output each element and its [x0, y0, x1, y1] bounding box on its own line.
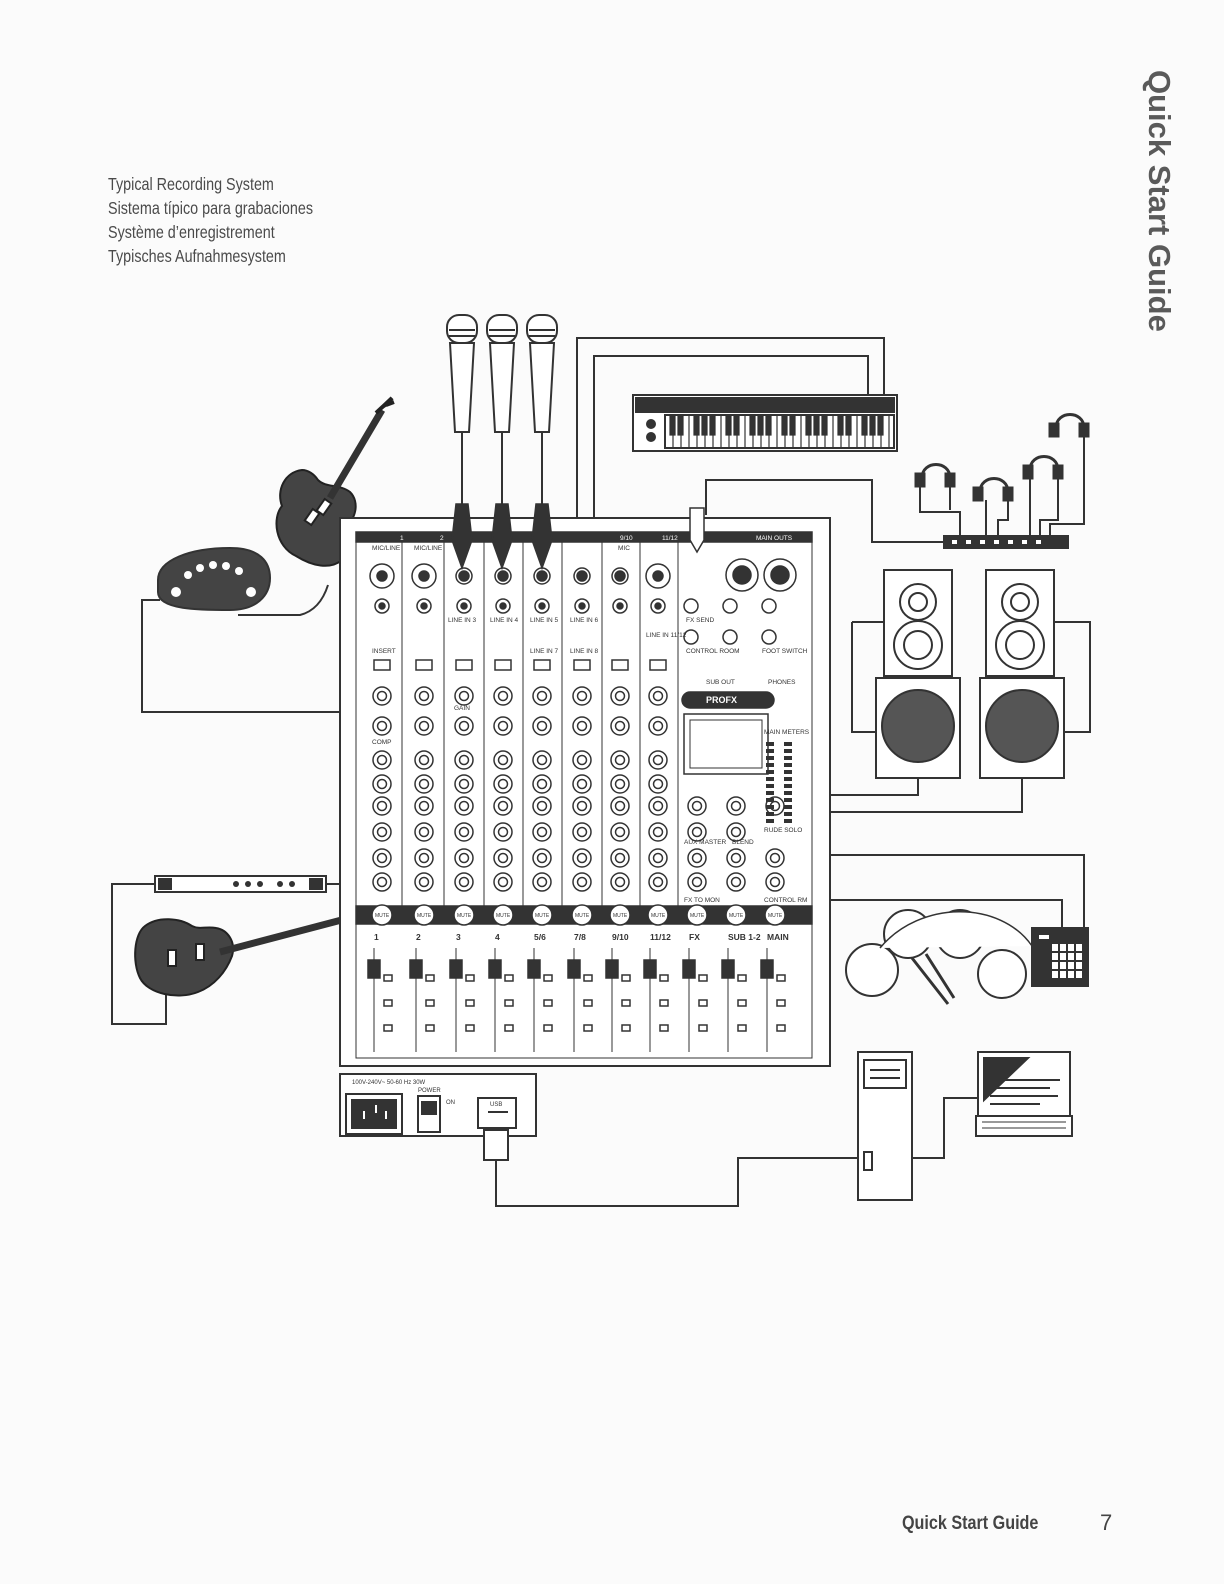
caption-french: Système d’enregistrement	[108, 222, 275, 242]
channel-number-label: 3	[456, 932, 461, 942]
headphones-group	[914, 413, 1090, 536]
effects-pedal-icon	[157, 546, 272, 612]
mute-button[interactable]	[609, 904, 631, 926]
caption-german: Typisches Aufnahmesystem	[108, 246, 286, 266]
label-rude-solo: RUDE SOLO	[764, 827, 802, 834]
mixer-brand: PROFX	[706, 695, 737, 705]
mute-button[interactable]	[647, 904, 669, 926]
channel-number-label: FX	[689, 932, 700, 942]
channel-number-label: 2	[416, 932, 421, 942]
headphones-icon-1	[914, 463, 956, 488]
mute-button-label: MUTE	[375, 913, 390, 919]
headphones-icon-3	[1022, 455, 1064, 480]
caption-spanish: Sistema típico para grabaciones	[108, 198, 313, 218]
bass-guitar-icon	[134, 908, 373, 997]
mute-button[interactable]	[492, 904, 514, 926]
mixer-labels: 1 2 9/10 11/12 MAIN OUTS MIC/LINE MIC/LI…	[372, 535, 810, 904]
label-fx-to-mon: FX TO MON	[684, 897, 720, 904]
mute-button-label: MUTE	[496, 913, 511, 919]
line-in-4: LINE IN 4	[490, 617, 519, 624]
caption-english: Typical Recording System	[108, 174, 274, 194]
line-in-3: LINE IN 3	[448, 617, 477, 624]
label-sub-out: SUB OUT	[706, 679, 735, 686]
mute-button-label: MUTE	[575, 913, 590, 919]
input-label-2: MIC/LINE	[414, 545, 443, 552]
label-blend: BLEND	[732, 839, 754, 846]
channel-number-label: 4	[495, 932, 500, 942]
mute-button[interactable]	[686, 904, 708, 926]
power-spec-label: 100V-240V~ 50-60 Hz 30W	[352, 1080, 426, 1086]
line-in-5: LINE IN 5	[530, 617, 559, 624]
headphone-amp-icon	[943, 535, 1069, 549]
channel-number-label: 5/6	[534, 932, 546, 942]
computer-tower-icon	[857, 1051, 913, 1201]
microphones	[446, 314, 558, 433]
mixer-label-2: 2	[440, 535, 444, 542]
microphone-1-icon	[446, 314, 478, 433]
mixer-label-9-10: 9/10	[620, 535, 633, 542]
line-in-7: LINE IN 7	[530, 648, 559, 655]
mute-button[interactable]	[453, 904, 475, 926]
power-label: POWER	[418, 1088, 441, 1094]
label-fx-send: FX SEND	[686, 617, 714, 624]
line-in-6: LINE IN 6	[570, 617, 599, 624]
mixer-label-11-12: 11/12	[662, 535, 678, 542]
channel-number-label: 7/8	[574, 932, 586, 942]
mute-button[interactable]	[764, 904, 786, 926]
microphone-3-icon	[526, 314, 558, 433]
label-main-meters: MAIN METERS	[764, 729, 810, 736]
mute-button-label: MUTE	[729, 913, 744, 919]
electronic-drum-kit-icon	[845, 909, 1033, 1005]
diagram-caption: Typical Recording System Sistema típico …	[108, 172, 438, 268]
label-control-room: CONTROL ROOM	[686, 648, 740, 655]
electric-guitar-icon	[275, 396, 395, 567]
mute-button-label: MUTE	[768, 913, 783, 919]
channel-number-label: 1	[374, 932, 379, 942]
mute-button-label: MUTE	[417, 913, 432, 919]
mute-button-label: MUTE	[651, 913, 666, 919]
mixer	[339, 503, 831, 1067]
label-foot-switch: FOOT SWITCH	[762, 648, 808, 655]
keyboard-icon	[632, 394, 898, 452]
drum-machine-icon	[1031, 927, 1089, 987]
power-on-label: ON	[446, 1100, 455, 1106]
laptop-icon	[975, 1051, 1073, 1137]
headphones-icon-2	[972, 477, 1014, 502]
label-phones: PHONES	[768, 679, 796, 686]
mute-button[interactable]	[725, 904, 747, 926]
mute-button-label: MUTE	[457, 913, 472, 919]
channel-number-label: SUB 1-2	[728, 932, 761, 942]
mute-button-label: MUTE	[613, 913, 628, 919]
mute-button[interactable]	[531, 904, 553, 926]
input-label-1: MIC/LINE	[372, 545, 401, 552]
mixer-label-1: 1	[400, 535, 404, 542]
label-gain: GAIN	[454, 705, 470, 712]
label-comp: COMP	[372, 739, 392, 746]
mixer-label-main-outs: MAIN OUTS	[756, 535, 793, 542]
input-label-mic: MIC	[618, 545, 630, 552]
label-insert: INSERT	[372, 648, 396, 655]
studio-monitor-right-icon	[979, 569, 1065, 779]
rear-panel	[339, 1073, 537, 1161]
footer-title: Quick Start Guide	[902, 1513, 1039, 1534]
channel-number-label: MAIN	[767, 932, 789, 942]
label-aux-master: AUX MASTER	[684, 839, 727, 846]
mute-button[interactable]	[371, 904, 393, 926]
label-control-rm: CONTROL RM	[764, 897, 807, 904]
line-in-11-12: LINE IN 11/12	[646, 632, 687, 639]
usb-label: USB	[490, 1102, 502, 1108]
page-number: 7	[1100, 1510, 1113, 1535]
headphones-icon-4	[1048, 413, 1090, 438]
mute-button-label: MUTE	[690, 913, 705, 919]
mute-button[interactable]	[571, 904, 593, 926]
channel-number-label: 11/12	[650, 932, 671, 942]
mute-button[interactable]	[413, 904, 435, 926]
line-in-8: LINE IN 8	[570, 648, 599, 655]
microphone-2-icon	[486, 314, 518, 433]
channel-number-label: 9/10	[612, 932, 629, 942]
mute-button-label: MUTE	[535, 913, 550, 919]
rack-effects-icon	[154, 875, 327, 893]
studio-monitor-left-icon	[875, 569, 961, 779]
